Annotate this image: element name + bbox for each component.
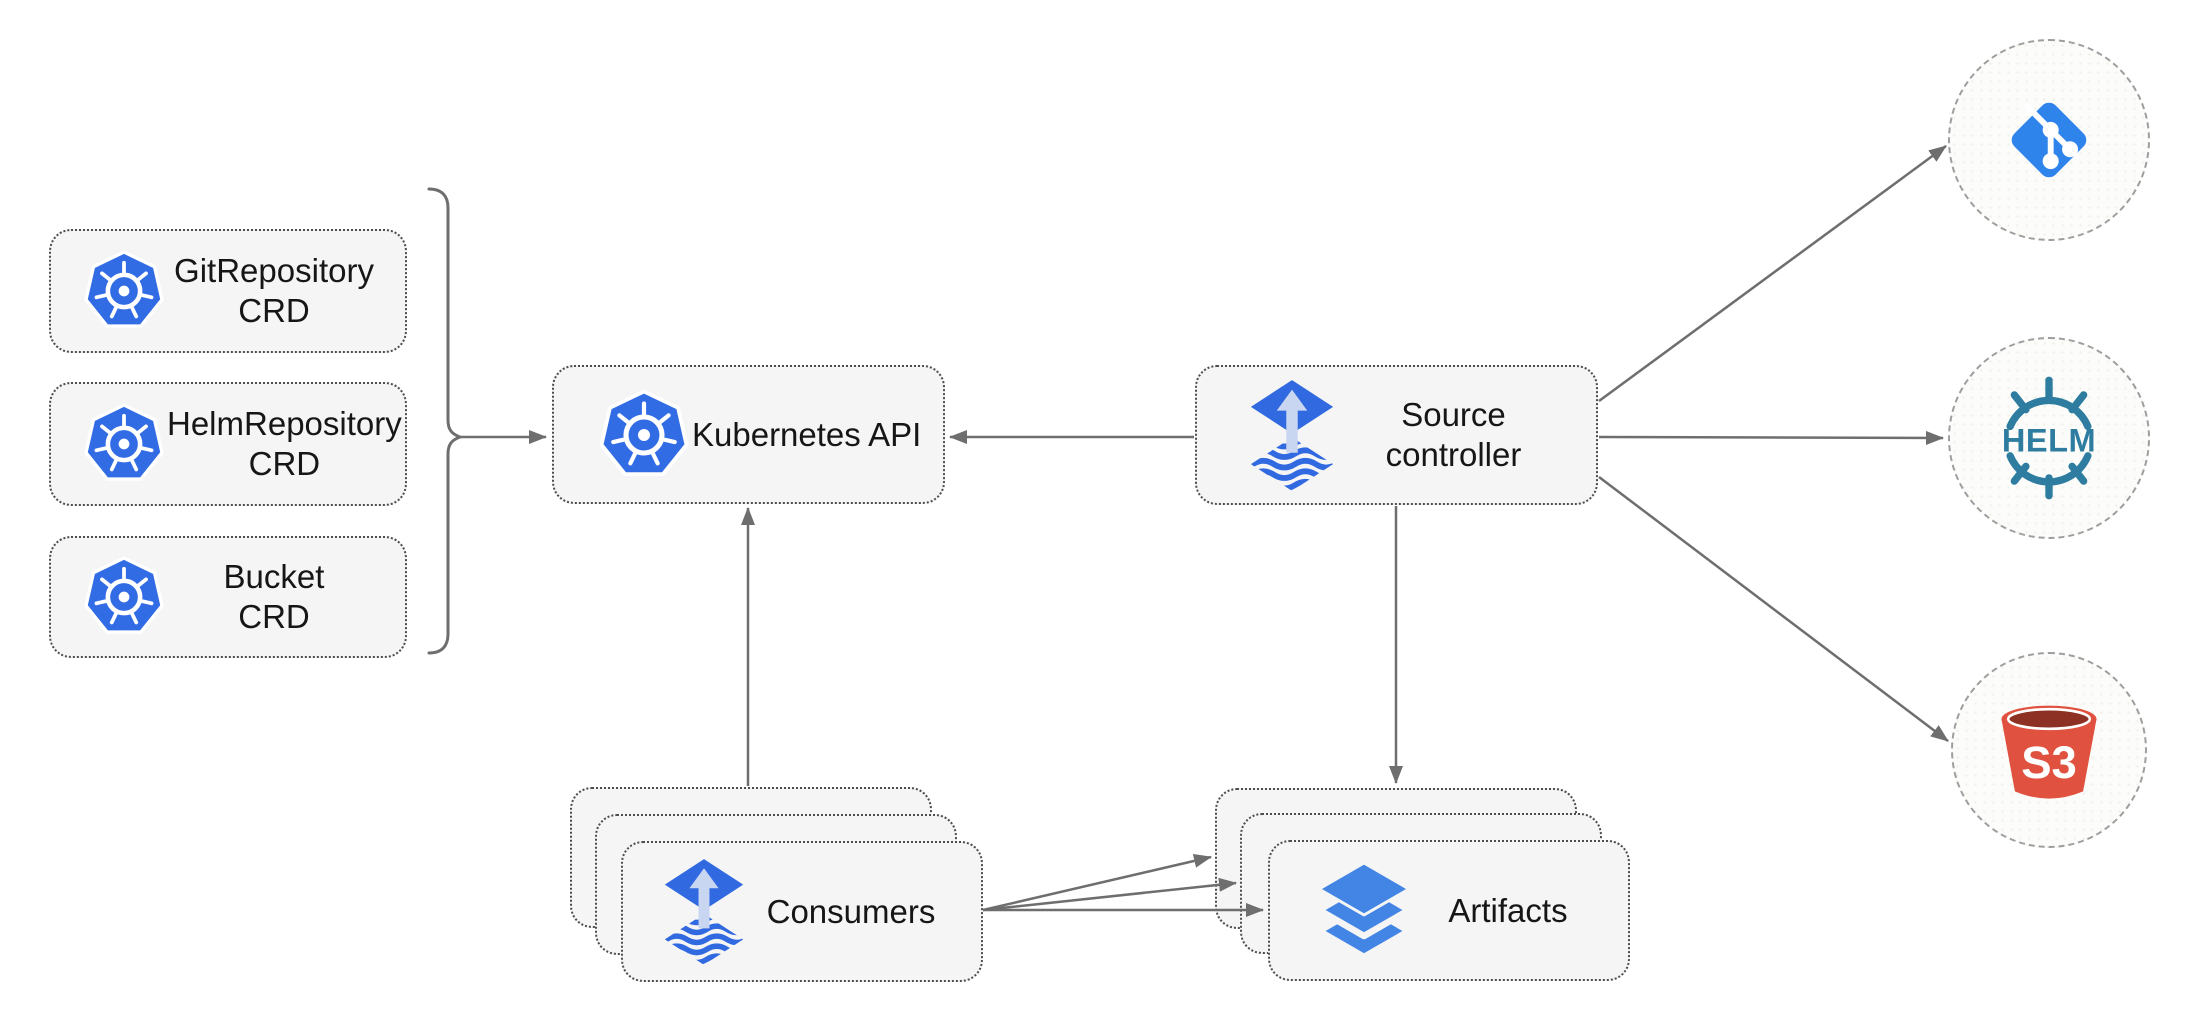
helm-logo-text: HELM: [2002, 423, 2096, 459]
arrow-consumers-to-artifacts-2: [982, 877, 1237, 912]
helmrepository-crd-label: HelmRepository CRD: [167, 404, 426, 484]
bucket-crd-line1: Bucket: [223, 558, 325, 595]
git-icon: [2011, 102, 2087, 178]
s3-bucket-icon: S3: [2001, 705, 2097, 799]
gitrepository-crd-line1: GitRepository: [174, 252, 374, 289]
source-controller-line2: controller: [1385, 436, 1522, 473]
bucket-crd-node: Bucket CRD: [49, 536, 407, 658]
helmrepository-crd-line2: CRD: [248, 445, 321, 482]
helmrepository-crd-node: HelmRepository CRD: [49, 382, 407, 506]
s3-circle: S3: [1951, 652, 2147, 848]
arrow-source-to-git: [1598, 144, 1947, 403]
git-circle: [1948, 39, 2150, 241]
kubernetes-icon: [81, 554, 167, 640]
flux-icon: [663, 857, 745, 967]
consumers-label: Consumers: [766, 892, 936, 930]
gitrepository-crd-node: GitRepository CRD: [49, 229, 407, 353]
kubernetes-icon: [81, 248, 167, 334]
gitrepository-crd-label: GitRepository CRD: [167, 251, 405, 331]
artifacts-label: Artifacts: [1448, 891, 1568, 929]
arrow-consumers-to-artifacts-1: [982, 854, 1212, 912]
kubernetes-icon: [81, 401, 167, 487]
gitrepository-crd-line2: CRD: [238, 292, 310, 329]
kubernetes-api-label: Kubernetes API: [692, 415, 922, 453]
bucket-crd-line2: CRD: [238, 598, 310, 635]
consumers-node: Consumers: [621, 841, 983, 982]
source-controller-label: Source controller: [1335, 395, 1596, 475]
helm-icon: HELM: [2002, 376, 2096, 500]
arrow-source-to-helm: [1598, 430, 1944, 445]
kubernetes-api-node: Kubernetes API: [552, 365, 945, 504]
helm-circle: HELM: [1948, 337, 2150, 539]
layers-icon: [1316, 861, 1412, 960]
s3-logo-text: S3: [2021, 737, 2077, 788]
arrow-source-to-s3: [1598, 476, 1949, 742]
helmrepository-crd-line1: HelmRepository: [167, 405, 402, 442]
flux-icon: [1249, 378, 1335, 493]
kubernetes-icon: [596, 387, 692, 483]
crd-group-brace: [427, 187, 465, 655]
source-controller-line1: Source: [1401, 396, 1506, 433]
source-controller-node: Source controller: [1195, 365, 1598, 505]
artifacts-node: Artifacts: [1268, 840, 1630, 981]
bucket-crd-label: Bucket CRD: [167, 557, 405, 637]
